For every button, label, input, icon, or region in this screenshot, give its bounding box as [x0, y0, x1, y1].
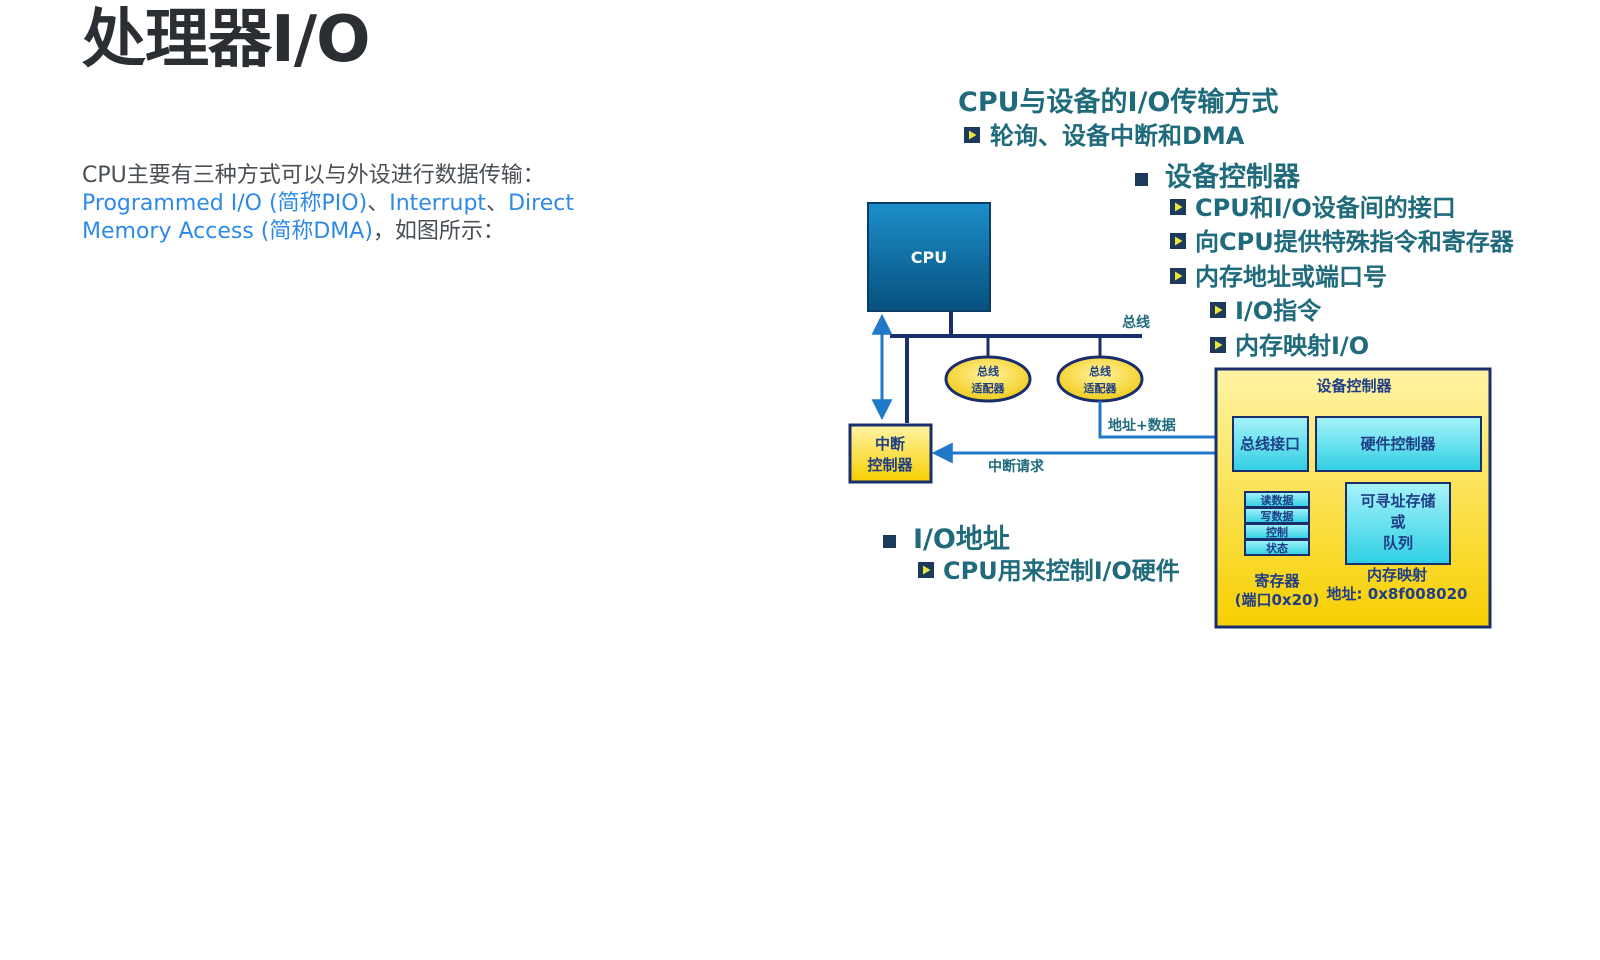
diagram-heading: CPU与设备的I/O传输方式	[958, 86, 1278, 118]
play-bullet-icon	[1210, 337, 1226, 353]
device-controller-title: 设备控制器	[1316, 377, 1392, 395]
intro-sep1: 、	[367, 191, 390, 216]
addr-data-path	[1098, 401, 1232, 439]
play-bullet-icon	[1170, 199, 1186, 215]
register-caption-line2: (端口0x20)	[1235, 591, 1320, 609]
bus-adapter-1-line1: 总线	[977, 364, 999, 378]
register-control-label: 控制	[1266, 525, 1288, 539]
bus-adapter-1	[944, 355, 1032, 403]
register-read-data-label: 读数据	[1261, 493, 1294, 507]
register-status-label: 状态	[1266, 541, 1288, 555]
square-bullet-icon	[1135, 173, 1148, 186]
bus-adapter-2-line1: 总线	[1089, 364, 1111, 378]
register-write-data-label: 写数据	[1261, 509, 1294, 523]
play-bullet-icon	[964, 127, 980, 143]
memmap-line2: 地址: 0x8f008020	[1327, 585, 1468, 603]
memmap-line1: 内存映射	[1367, 566, 1427, 584]
cpu-box	[867, 202, 991, 312]
bus-adapter-1-line2: 适配器	[972, 381, 1006, 395]
controller-sub-bullet-2: 内存映射I/O	[1235, 332, 1369, 360]
interrupt-controller-box	[848, 423, 933, 484]
hardware-controller-label: 硬件控制器	[1360, 435, 1436, 453]
controller-section-title: 设备控制器	[1165, 162, 1301, 193]
io-address-title: I/O地址	[913, 524, 1010, 555]
controller-bullet-3: 内存地址或端口号	[1195, 263, 1387, 291]
controller-bullet-1: CPU和I/O设备间的接口	[1195, 194, 1456, 222]
bus-label: 总线	[1122, 314, 1150, 331]
heading-bullet: 轮询、设备中断和DMA	[990, 122, 1245, 150]
intro-sep2: 、	[486, 191, 509, 216]
page-title: 处理器I/O	[82, 3, 371, 77]
square-bullet-icon	[883, 535, 896, 548]
bus-adapter-2-line2: 适配器	[1084, 381, 1118, 395]
interrupt-link[interactable]: Interrupt	[389, 191, 487, 216]
intro-paragraph: CPU主要有三种方式可以与外设进行数据传输： Programmed I/O (简…	[82, 162, 612, 246]
pio-link[interactable]: Programmed I/O (简称PIO)	[82, 191, 368, 216]
controller-sub-bullet-1: I/O指令	[1235, 297, 1322, 325]
play-bullet-icon	[1210, 302, 1226, 318]
play-bullet-icon	[1170, 268, 1186, 284]
interrupt-controller-line1: 中断	[875, 435, 905, 453]
register-caption-line1: 寄存器	[1254, 572, 1300, 590]
play-bullet-icon	[1170, 233, 1186, 249]
storage-line2: 或	[1390, 513, 1405, 531]
intro-tail: ，如图所示：	[372, 219, 505, 244]
dma-link[interactable]: Direct Memory Access (简称DMA)	[82, 191, 574, 244]
hardware-controller-box	[1315, 416, 1482, 472]
addressable-storage-box	[1345, 482, 1451, 565]
register-status	[1244, 539, 1310, 556]
intro-line1: CPU主要有三种方式可以与外设进行数据传输：	[82, 163, 545, 188]
bus-interface-label: 总线接口	[1240, 435, 1300, 453]
interrupt-controller-line2: 控制器	[867, 456, 913, 474]
bus-interface-box	[1232, 416, 1309, 472]
io-address-bullet: CPU用来控制I/O硬件	[943, 557, 1180, 585]
storage-line3: 队列	[1383, 534, 1413, 552]
storage-line1: 可寻址存储	[1360, 492, 1435, 510]
cpu-label: CPU	[911, 248, 947, 267]
controller-bullet-2: 向CPU提供特殊指令和寄存器	[1195, 228, 1515, 256]
interrupt-request-label: 中断请求	[988, 458, 1045, 475]
addr-data-label: 地址+数据	[1108, 417, 1176, 434]
play-bullet-icon	[918, 562, 934, 578]
